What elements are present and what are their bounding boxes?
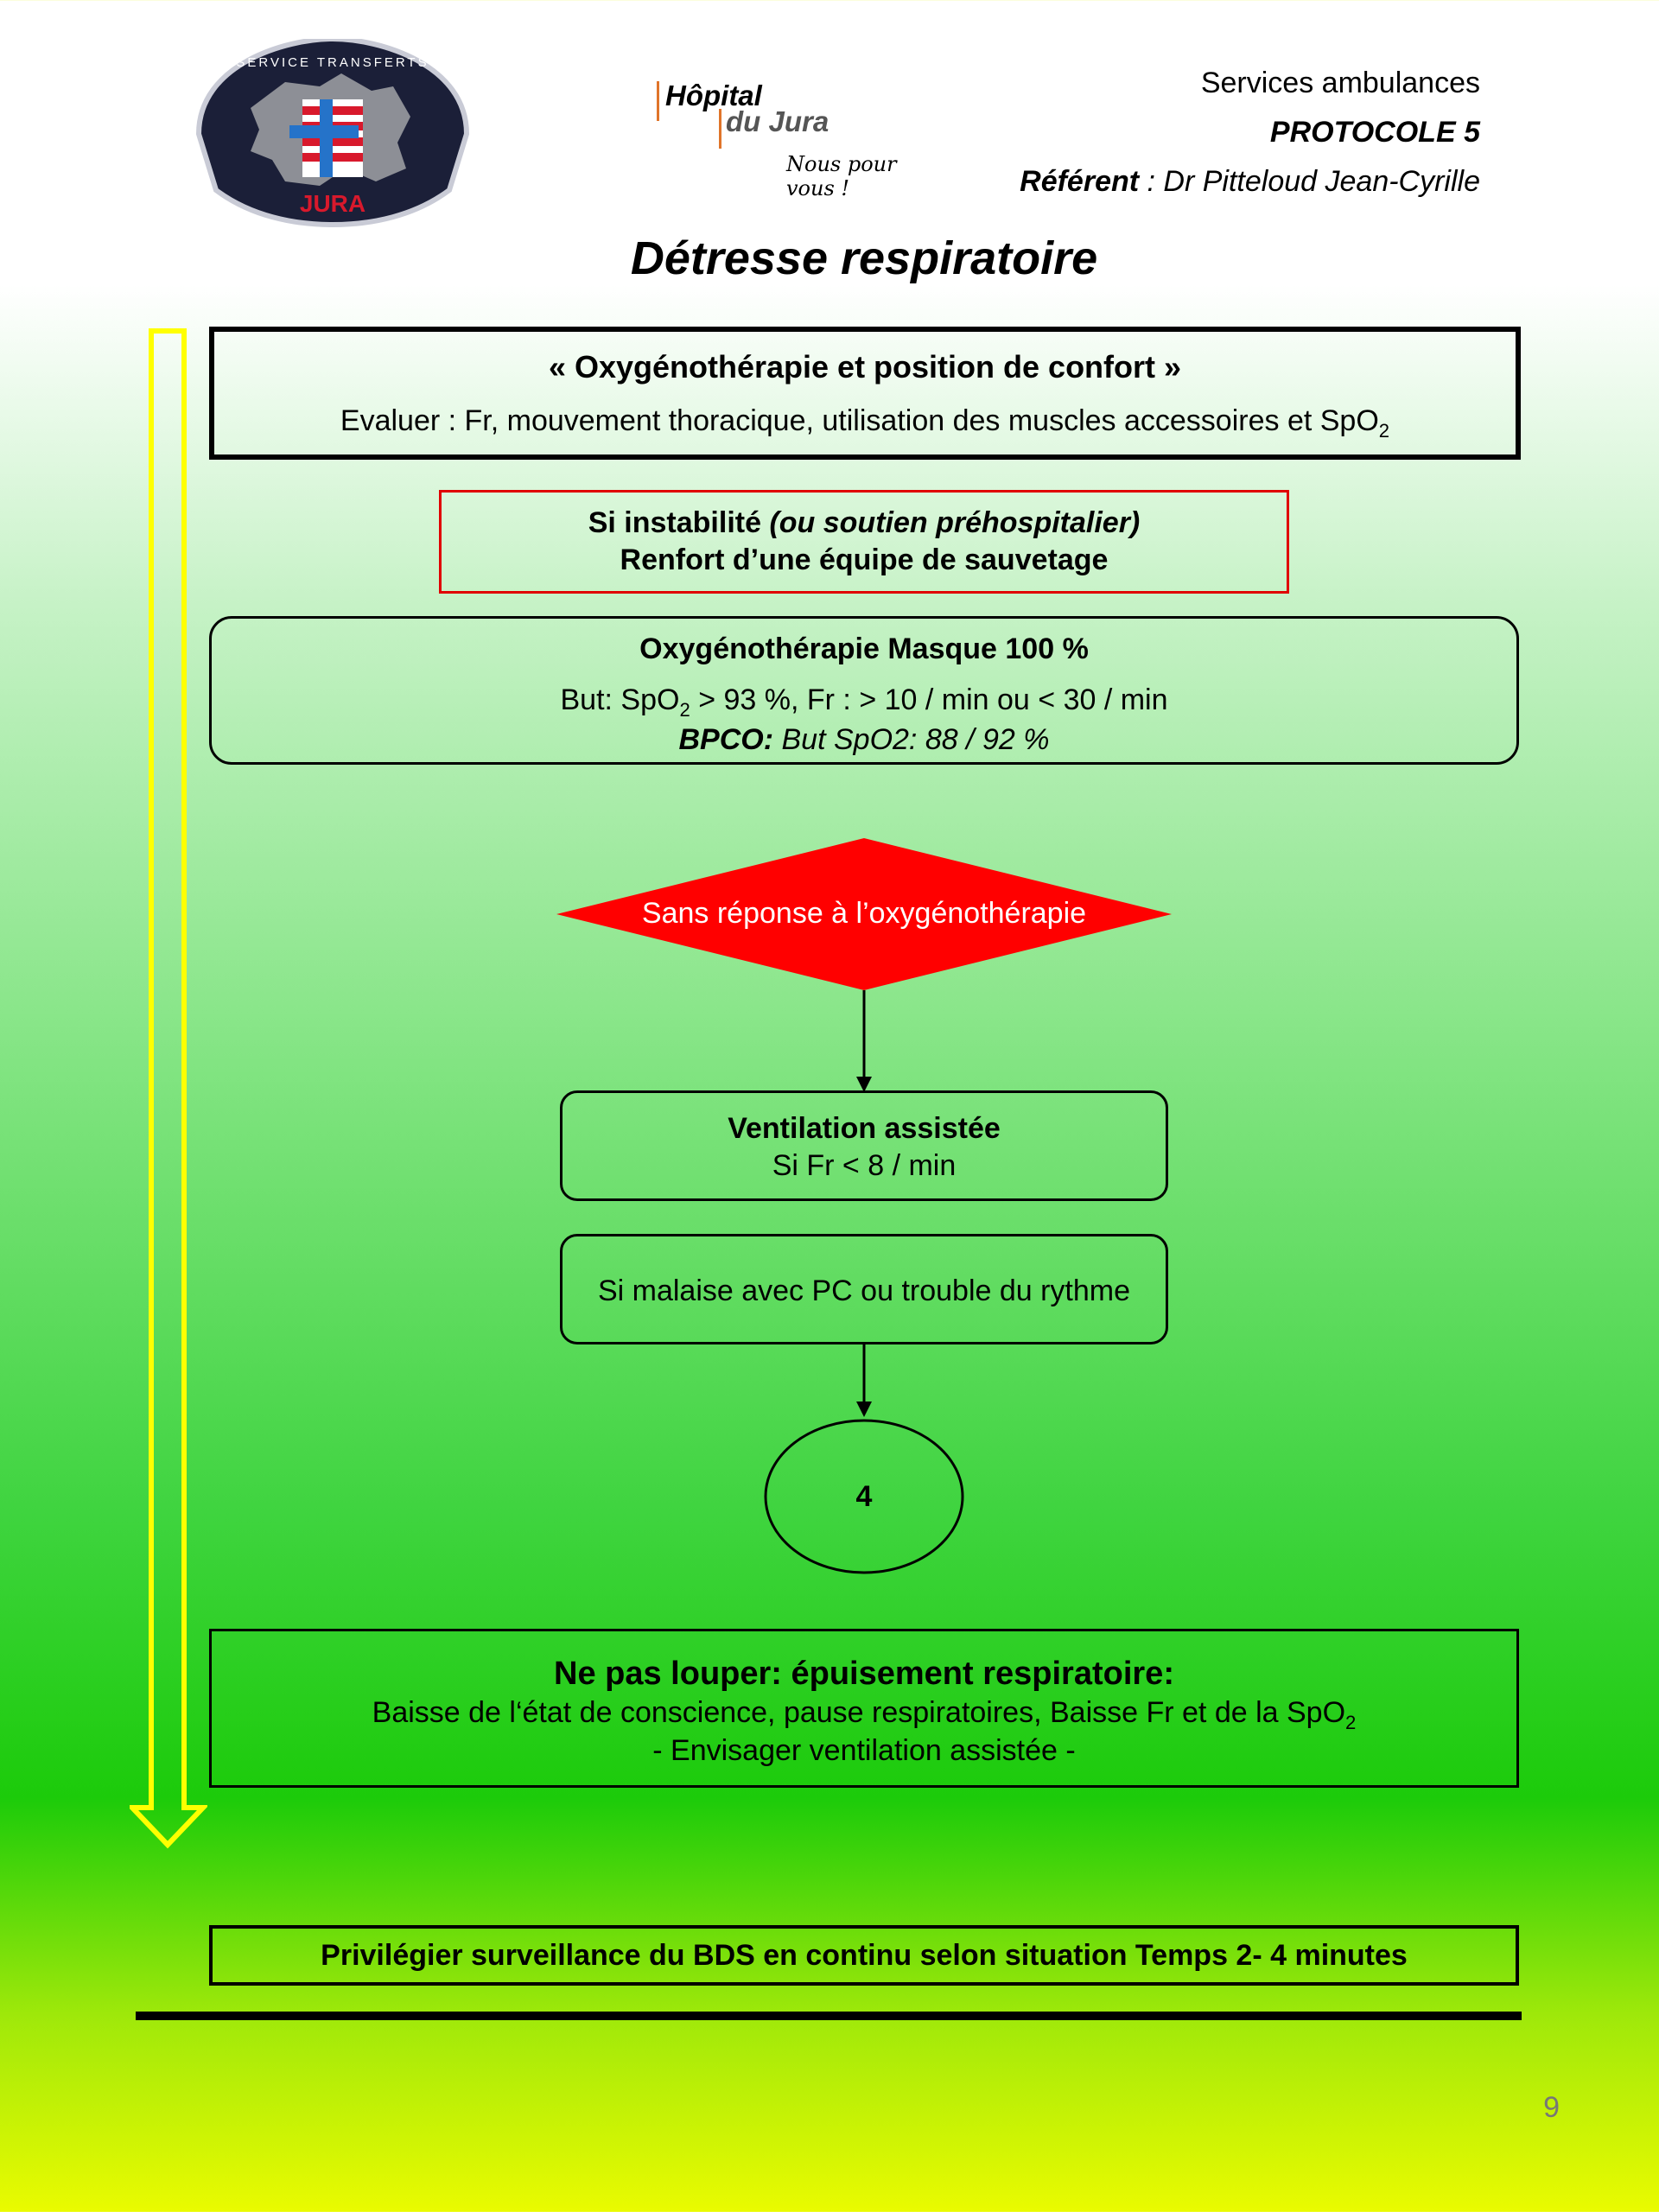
box6-line1: Baisse de l‘état de conscience, pause re…	[372, 1696, 1357, 1733]
warning-box: Ne pas louper: épuisement respiratoire: …	[209, 1629, 1519, 1788]
box3-heading: Oxygénothérapie Masque 100 %	[639, 632, 1089, 665]
box7-text: Privilégier surveillance du BDS en conti…	[321, 1939, 1408, 1972]
header-info: Services ambulances PROTOCOLE 5 Référent…	[1020, 59, 1480, 207]
referent-label: Référent	[1020, 165, 1140, 198]
referent-line: Référent : Dr Pitteloud Jean-Cyrille	[1020, 157, 1480, 207]
box1-text: Evaluer : Fr, mouvement thoracique, util…	[340, 404, 1390, 442]
logo-line-2: du Jura	[726, 105, 830, 137]
box4-text: Si Fr < 8 / min	[772, 1149, 957, 1182]
malaise-box: Si malaise avec PC ou trouble du rythme	[560, 1234, 1168, 1344]
service-transferts-logo: JURA SERVICE TRANSFERTS	[190, 35, 475, 229]
divider-line	[136, 2012, 1522, 2020]
diamond-text: Sans réponse à l’oxygénothérapie	[641, 897, 1087, 930]
box3-line1: But: SpO2 > 93 %, Fr : > 10 / min ou < 3…	[560, 683, 1168, 721]
arrow-connector-2	[851, 1344, 877, 1419]
logo-tagline: Nous pour vous !	[786, 152, 897, 200]
page-number: 9	[1543, 2091, 1560, 2124]
arrow-connector-1	[851, 990, 877, 1094]
circle-text: 4	[855, 1480, 873, 1513]
logo-service-text: SERVICE TRANSFERTS	[236, 55, 429, 70]
box6-line2: - Envisager ventilation assistée -	[652, 1733, 1076, 1767]
oxygen-position-box: « Oxygénothérapie et position de confort…	[209, 327, 1521, 460]
box6-heading: Ne pas louper: épuisement respiratoire:	[554, 1656, 1174, 1692]
oxygen-mask-box: Oxygénothérapie Masque 100 % But: SpO2 >…	[209, 616, 1519, 765]
box2-line2: Renfort d’une équipe de sauvetage	[620, 543, 1109, 576]
logo-jura-text: JURA	[300, 190, 365, 217]
box3-line2: BPCO: But SpO2: 88 / 92 %	[678, 722, 1050, 756]
box4-heading: Ventilation assistée	[728, 1112, 1001, 1145]
logo-line-1: Hôpital	[665, 79, 762, 111]
referent-value: : Dr Pitteloud Jean-Cyrille	[1139, 165, 1480, 198]
page-title: Détresse respiratoire	[630, 232, 1098, 284]
protocol-label: PROTOCOLE 5	[1269, 116, 1480, 149]
no-response-diamond: Sans réponse à l’oxygénothérapie	[555, 836, 1173, 992]
ventilation-box: Ventilation assistée Si Fr < 8 / min	[560, 1090, 1168, 1201]
box2-line1: Si instabilité (ou soutien préhospitalie…	[588, 506, 1141, 539]
arrow-down-icon	[125, 328, 210, 1849]
box5-text: Si malaise avec PC ou trouble du rythme	[597, 1274, 1131, 1307]
services-label: Services ambulances	[1200, 67, 1480, 99]
box1-heading: « Oxygénothérapie et position de confort…	[548, 349, 1182, 385]
instability-box: Si instabilité (ou soutien préhospitalie…	[439, 490, 1289, 594]
protocol-4-circle: 4	[764, 1419, 964, 1574]
hopital-du-jura-logo: Hôpital du Jura Nous pour vous !	[657, 79, 942, 200]
monitoring-box: Privilégier surveillance du BDS en conti…	[209, 1925, 1519, 1986]
